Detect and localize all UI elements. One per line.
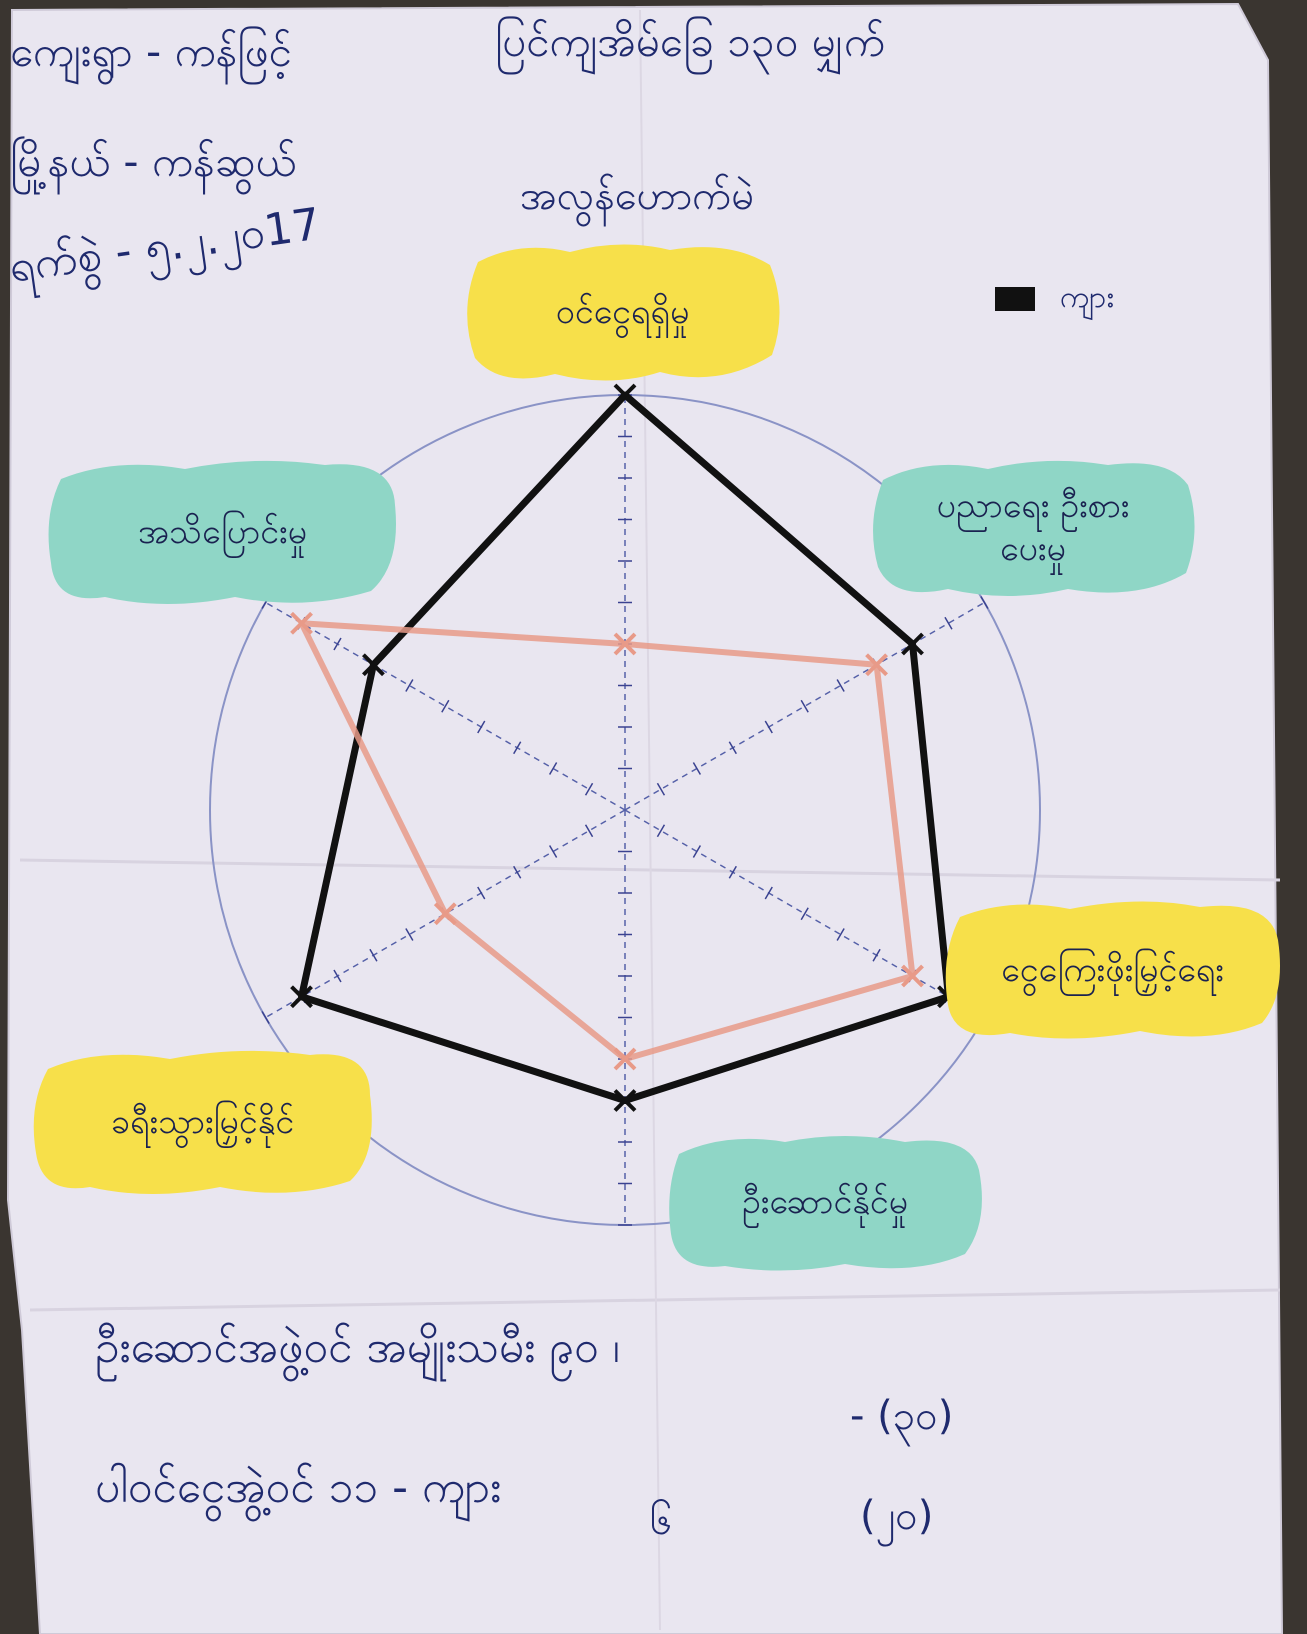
village-label: ကျေးရွာ - ကန်ဖြင့် (10, 27, 292, 76)
axis-line-2 (624, 809, 985, 1019)
series-0-point-mark-3 (613, 1089, 637, 1112)
axis-line-5 (265, 601, 626, 811)
footer-tally-1: - (၃၀) (850, 1393, 954, 1439)
axis-label-income: ဝင်ငွေရရှိမှု (555, 292, 690, 333)
footer-line-1: ဦးဆောင်အဖွဲ့ဝင် အမျိုးသမီး ၉၀ ၊ (95, 1322, 620, 1373)
axis-tick (800, 907, 809, 921)
axis-tick (872, 948, 881, 962)
axis-tick (656, 824, 666, 838)
axis-line-1 (624, 601, 985, 811)
subtitle: အလွန်ဟောက်မဲ (520, 173, 755, 219)
axis-card-leadership: ဦး‌‌ဆောင်နိုင်မှု (665, 1130, 985, 1275)
legend-label: ကျား (1060, 280, 1115, 315)
axis-tick (980, 596, 989, 609)
axis-label-education: ပညာရေး ဦးစား ပေးမှု (936, 486, 1130, 569)
series-0-point-mark-1 (901, 632, 924, 656)
axis-tick (764, 720, 773, 734)
axis-label-awareness: အသိပြောင်းမှု (137, 512, 308, 553)
axis-tick (405, 679, 414, 692)
axis-tick (836, 928, 845, 941)
series-1-point-mark-1 (865, 653, 888, 677)
axis-card-education: ပညာရေး ဦးစား ပေးမှု (868, 455, 1198, 600)
axis-tick (800, 699, 809, 713)
axis-label-travel: ခရီးသွားမြှင့်နိုင် (110, 1102, 295, 1143)
axis-tick (369, 948, 378, 962)
series-1-point-mark-3 (613, 1047, 637, 1071)
axis-tick (513, 865, 522, 879)
group-title: ပြင်ကျအိမ်ခြေ ၁၃၀ မျှက် (495, 17, 885, 66)
series-0-point-mark-4 (290, 985, 313, 1009)
axis-tick (548, 845, 558, 858)
axis-tick (584, 824, 594, 838)
township-label: မြို့နယ် - ကန်ဆွယ် (10, 137, 297, 186)
axis-tick (333, 637, 342, 651)
axis-tick (692, 845, 702, 858)
series-1-point-mark-4 (433, 902, 457, 926)
axis-tick (405, 928, 414, 941)
axis-card-travel: ခရီးသွားမြှင့်နိုင် (30, 1045, 375, 1200)
axis-tick (477, 720, 486, 734)
axis-tick (944, 616, 953, 630)
axis-tick (764, 886, 773, 900)
axis-line-4 (265, 809, 626, 1019)
axis-tick (656, 782, 666, 796)
footer-tally-2: (၂၀) (860, 1493, 934, 1539)
axis-tick (548, 762, 558, 775)
axis-tick (728, 865, 737, 879)
axis-card-finance: ငွေကြေးဖိုးမြှင့်ရေး (940, 895, 1285, 1045)
axis-tick (477, 886, 486, 900)
series-1-point-mark-2 (901, 964, 924, 988)
axis-tick (728, 741, 737, 755)
series-1-point-mark-0 (613, 632, 637, 656)
axis-tick (692, 762, 702, 775)
axis-tick (836, 679, 845, 692)
footer-line-3: ပါဝင်ငွေအွဲ့ဝင် ၁၁ - ကျား (95, 1462, 502, 1513)
axis-tick (441, 699, 450, 713)
series-0-point-mark-5 (362, 653, 385, 677)
axis-tick (584, 782, 594, 796)
radar-chart (209, 383, 1041, 1226)
axis-label-finance: ငွေကြေးဖိုးမြှင့်ရေး (1001, 949, 1224, 990)
series-1-point-mark-5 (290, 611, 313, 635)
axis-tick (333, 969, 342, 983)
axis-tick (513, 741, 522, 755)
axis-tick (261, 1011, 270, 1024)
axis-card-awareness: အသိပြောင်းမှု (45, 455, 400, 610)
axis-card-income: ဝင်ငွေရရှိမှု (460, 240, 785, 385)
legend-swatch (995, 287, 1035, 311)
series-0-point-mark-0 (613, 383, 637, 407)
footer-extra: ၆ (650, 1498, 673, 1544)
axis-label-leadership: ဦး‌‌ဆောင်နိုင်မှု (741, 1182, 909, 1223)
